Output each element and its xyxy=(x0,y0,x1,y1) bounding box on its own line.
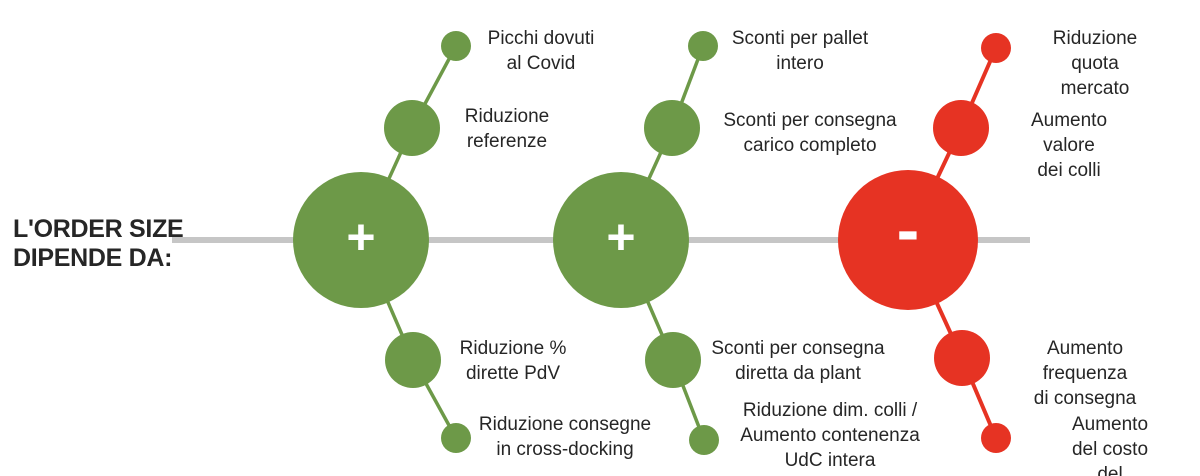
label-picchi-covid: Picchi dovuti al Covid xyxy=(487,28,595,75)
label-sconti-diretta-plant: Sconti per consegna diretta da plant xyxy=(711,338,885,385)
label-riduzione-dirette-pdv: Riduzione % dirette PdV xyxy=(459,338,567,385)
hub-circle-positive-1: + xyxy=(293,172,429,308)
label-aumento-valore-colli: Aumento valore dei colli xyxy=(1030,110,1108,182)
plus-sign: + xyxy=(606,209,636,265)
node-sconti-carico-completo xyxy=(644,100,700,156)
label-riduzione-dim-colli: Riduzione dim. colli / Aumento contenenz… xyxy=(740,400,920,472)
hub-circle-negative: - xyxy=(838,170,978,310)
node-riduzione-dim-colli xyxy=(689,425,719,455)
node-riduzione-cross-docking xyxy=(441,423,471,453)
node-aumento-costo-capitale xyxy=(981,423,1011,453)
label-riduzione-referenze: Riduzione referenze xyxy=(464,106,550,153)
node-picchi-covid xyxy=(441,31,471,61)
node-aumento-valore-colli xyxy=(933,100,989,156)
label-riduzione-cross-docking: Riduzione consegne in cross-docking xyxy=(478,414,652,461)
node-sconti-pallet-intero xyxy=(688,31,718,61)
label-sconti-carico-completo: Sconti per consegna carico completo xyxy=(723,110,897,157)
hub-circle-positive-2: + xyxy=(553,172,689,308)
node-sconti-diretta-plant xyxy=(645,332,701,388)
page-title: L'ORDER SIZE DIPENDE DA: xyxy=(13,215,184,272)
node-riduzione-referenze xyxy=(384,100,440,156)
label-riduzione-quota-mercato: Riduzione quota mercato xyxy=(1052,28,1138,100)
minus-sign: - xyxy=(896,192,920,268)
node-aumento-frequenza xyxy=(934,330,990,386)
label-aumento-frequenza: Aumento frequenza di consegna xyxy=(1033,338,1137,410)
node-riduzione-dirette-pdv xyxy=(385,332,441,388)
label-aumento-costo-capitale: Aumento del costo del capitale xyxy=(1071,414,1149,476)
label-sconti-pallet-intero: Sconti per pallet intero xyxy=(731,28,869,75)
plus-sign: + xyxy=(346,209,376,265)
node-riduzione-quota-mercato xyxy=(981,33,1011,63)
